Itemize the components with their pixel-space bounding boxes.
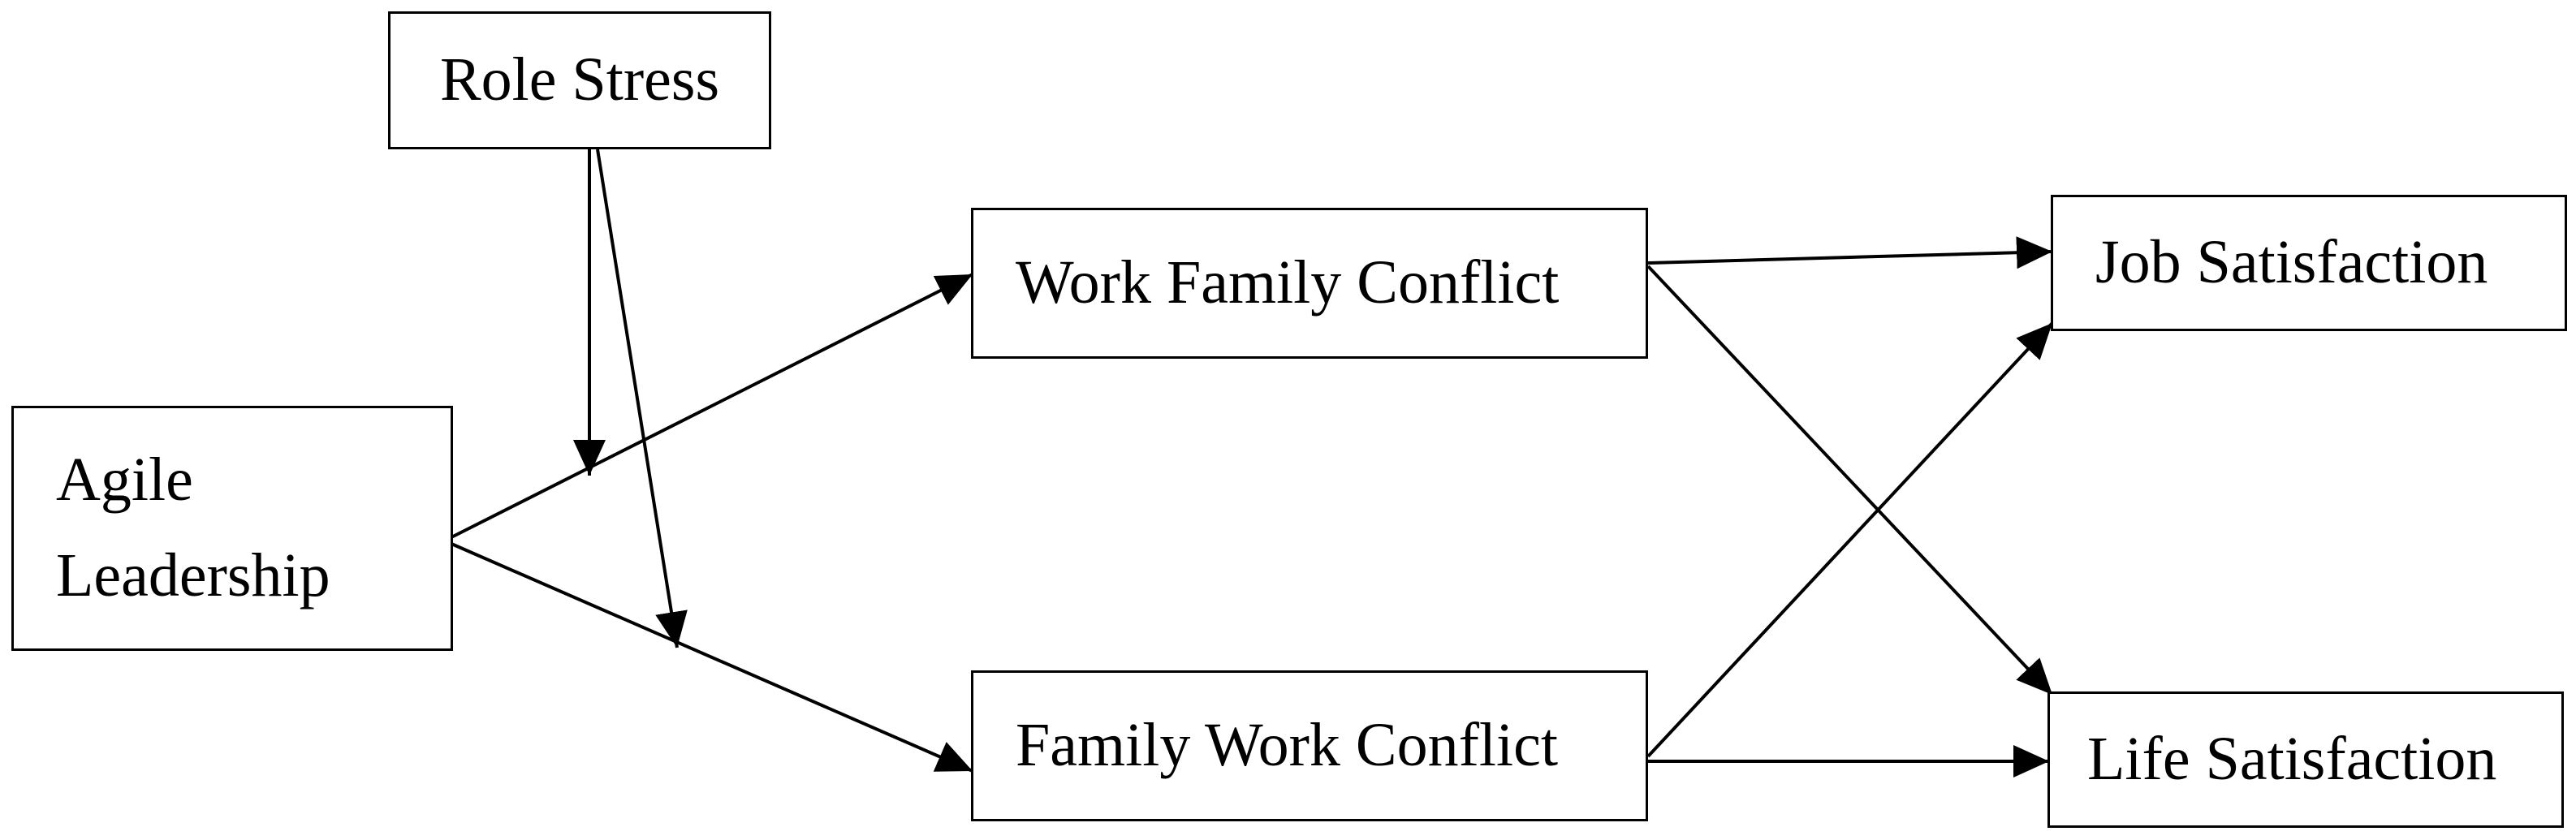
node-label: Life Satisfaction (2087, 725, 2497, 794)
edge-agile-to-work-family (451, 273, 973, 539)
edge-agile-to-family-work (451, 542, 973, 773)
node-work-family-conflict: Work Family Conflict (971, 208, 1648, 359)
node-label: Job Satisfaction (2095, 228, 2488, 297)
edge-role-stress-to-lower-path (596, 149, 688, 648)
edge-work-family-to-job-sat (1647, 236, 2053, 269)
node-label-line-1: Agile (56, 446, 193, 515)
node-label: Agile Leadership (56, 433, 330, 624)
node-label-line-2: Leadership (56, 541, 330, 610)
node-life-satisfaction: Life Satisfaction (2047, 691, 2564, 828)
node-label: Role Stress (439, 45, 720, 114)
node-role-stress: Role Stress (388, 11, 771, 149)
edge-work-family-to-life-sat (1646, 265, 2054, 696)
edge-family-work-to-job-sat (1646, 321, 2054, 758)
node-family-work-conflict: Family Work Conflict (971, 670, 1648, 821)
node-job-satisfaction: Job Satisfaction (2051, 195, 2567, 331)
node-label: Family Work Conflict (1016, 711, 1559, 780)
node-label: Work Family Conflict (1016, 248, 1560, 317)
node-agile-leadership: Agile Leadership (11, 406, 453, 651)
